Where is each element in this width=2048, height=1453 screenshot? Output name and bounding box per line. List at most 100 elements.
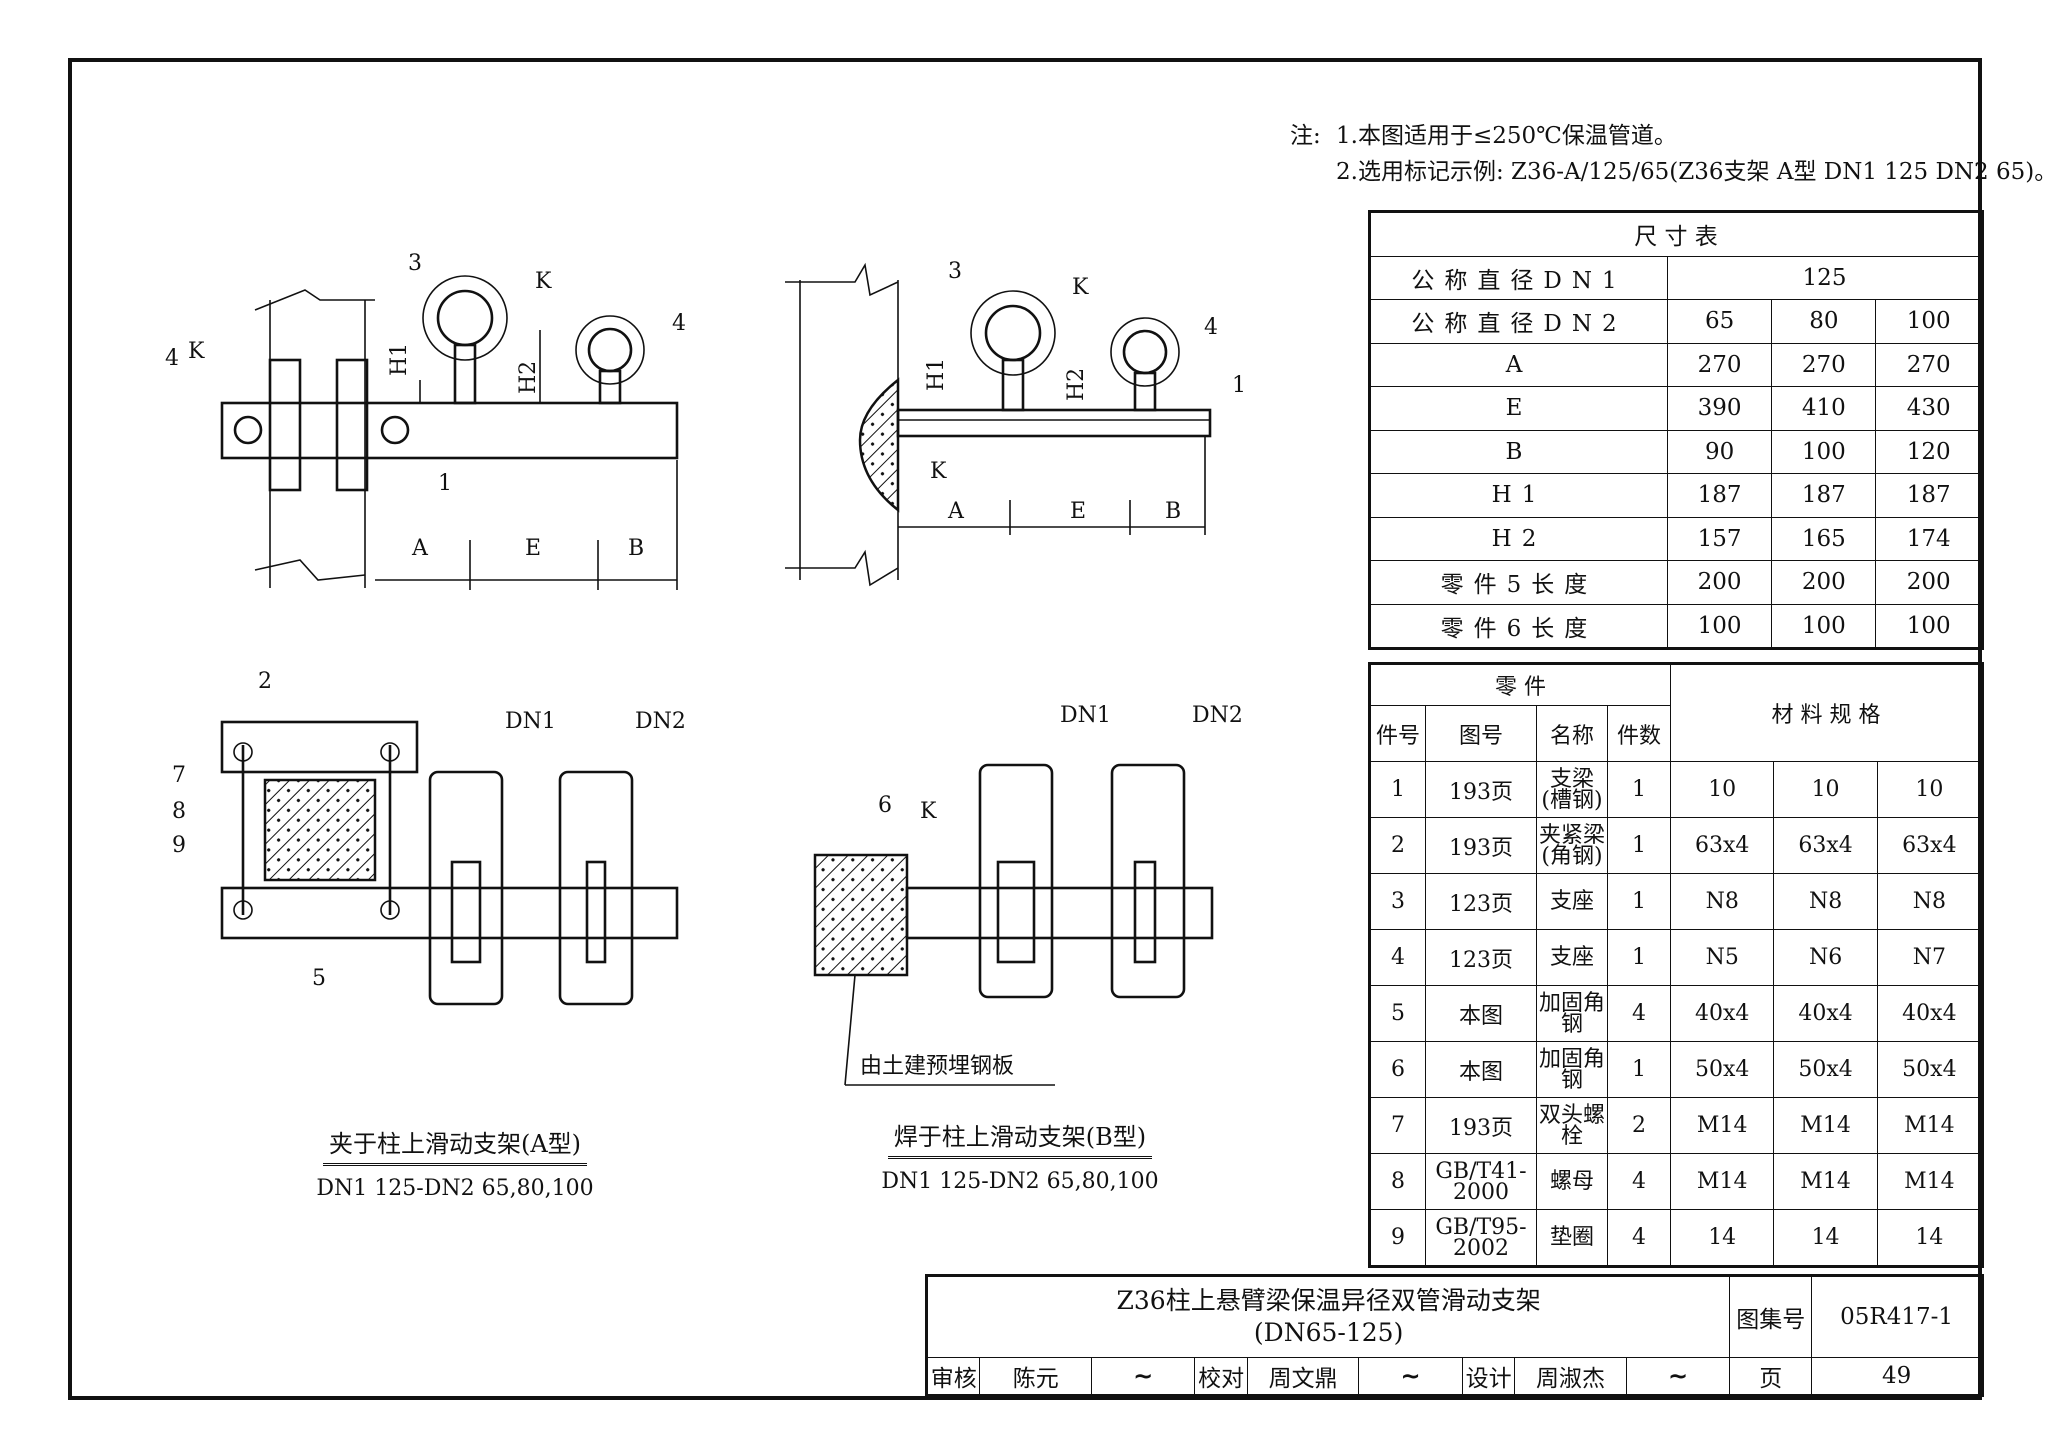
part-spec: 40x4 <box>1876 985 1984 1042</box>
label-a-1: 1 <box>438 471 452 496</box>
label-b-k-plan: K <box>920 799 937 824</box>
caption-a-title: 夹于柱上滑动支架(A型) <box>322 1124 588 1166</box>
part-spec: M14 <box>1669 1097 1775 1154</box>
drawing-a-plan: 2 7 8 9 5 DN1 DN2 <box>172 669 686 1006</box>
dim-cell: 187 <box>1771 473 1877 518</box>
label-a-dn1: DN1 <box>505 709 556 734</box>
part-spec: N8 <box>1669 873 1775 930</box>
caption-b-title: 焊于柱上滑动支架(B型) <box>887 1117 1153 1159</box>
part-no: 2 <box>1369 817 1426 874</box>
page-number: 49 <box>1811 1357 1983 1396</box>
label-b-k-top: K <box>1072 275 1089 300</box>
label-b-b: B <box>1165 499 1181 524</box>
checker-signature: ~ <box>1358 1357 1463 1396</box>
label-b-e: E <box>1070 499 1086 524</box>
dim-cell: 430 <box>1875 386 1983 431</box>
parts-group-header: 零 件 <box>1369 663 1671 706</box>
part-qty: 4 <box>1607 985 1671 1042</box>
drawing-b-plan: 6 K DN1 DN2 由土建预埋钢板 <box>813 703 1243 1086</box>
label-a-5: 5 <box>312 966 326 991</box>
part-spec: N5 <box>1669 929 1775 986</box>
part-drawing: 193页 <box>1425 1097 1537 1154</box>
dim-cell: 200 <box>1666 560 1773 605</box>
dim-cell: 174 <box>1875 516 1983 561</box>
label-b-k-bottom: K <box>930 459 947 484</box>
dim-row: E 390 410 430 <box>1369 386 1983 431</box>
part-name: 支梁(槽钢) <box>1536 761 1608 818</box>
part-qty: 1 <box>1607 873 1671 930</box>
part-drawing: 本图 <box>1425 1041 1537 1098</box>
part-spec: M14 <box>1876 1153 1984 1210</box>
dim-row-label: H1 <box>1369 473 1668 518</box>
dim-cell: 200 <box>1771 560 1877 605</box>
col-no-header: 件号 <box>1369 705 1426 762</box>
caption-b-sub: DN1 125-DN2 65,80,100 <box>881 1169 1159 1194</box>
part-qty: 4 <box>1607 1209 1671 1267</box>
drawing-a-elevation: 1 3 4 4 K K H1 H2 A E B <box>165 251 686 590</box>
dim-cell: 270 <box>1666 342 1773 387</box>
col-drawing-header: 图号 <box>1425 705 1537 762</box>
material-header: 材 料 规 格 <box>1670 663 1983 762</box>
dim-cell: 270 <box>1875 342 1983 387</box>
part-qty: 4 <box>1607 1153 1671 1210</box>
parts-row: 1 193页 支梁(槽钢) 1 10 10 10 <box>1369 761 1984 818</box>
dim-row-label: 零件6长度 <box>1369 603 1668 649</box>
drawing-title-line1: Z36柱上悬臂梁保温异径双管滑动支架 <box>1116 1286 1541 1315</box>
part-no: 8 <box>1369 1153 1426 1210</box>
part-spec: 63x4 <box>1773 817 1878 874</box>
label-a-8: 8 <box>172 799 186 824</box>
review-label: 审核 <box>925 1357 981 1396</box>
part-name: 支座 <box>1536 873 1608 930</box>
dim-cell: 120 <box>1875 429 1983 474</box>
label-b-4: 4 <box>1204 315 1218 340</box>
label-b-6: 6 <box>878 793 892 818</box>
part-spec: 63x4 <box>1669 817 1775 874</box>
part-qty: 1 <box>1607 817 1671 874</box>
drawing-title-line2: (DN65-125) <box>1253 1318 1404 1347</box>
part-spec: N8 <box>1876 873 1984 930</box>
part-qty: 1 <box>1607 761 1671 818</box>
part-spec: 10 <box>1773 761 1878 818</box>
dn2-label: 公称直径DN2 <box>1369 299 1668 344</box>
part-no: 9 <box>1369 1209 1426 1267</box>
part-no: 5 <box>1369 985 1426 1042</box>
parts-table: 零 件 材 料 规 格 件号 图号 名称 件数 1 193页 支梁(槽钢) 1 … <box>1368 662 1984 1268</box>
note-2: 2.选用标记示例: Z36-A/125/65(Z36支架 A型 DN1 125 … <box>1336 159 2048 185</box>
part-no: 6 <box>1369 1041 1426 1098</box>
parts-row: 9 GB/T95-2002 垫圈 4 14 14 14 <box>1369 1209 1984 1267</box>
part-name: 加固角钢 <box>1536 985 1608 1042</box>
parts-row: 7 193页 双头螺栓 2 M14 M14 M14 <box>1369 1097 1984 1154</box>
label-a-9: 9 <box>172 833 186 858</box>
label-b-dn2: DN2 <box>1192 703 1243 728</box>
caption-a-sub: DN1 125-DN2 65,80,100 <box>316 1176 594 1201</box>
label-a-k-left: K <box>188 339 205 364</box>
notes-label: 注: <box>1290 123 1321 149</box>
part-no: 1 <box>1369 761 1426 818</box>
checker-name: 周文鼎 <box>1246 1357 1360 1396</box>
dn1-label: 公称直径DN1 <box>1369 255 1668 300</box>
reviewer-name: 陈元 <box>979 1357 1092 1396</box>
drawing-b-elevation: 1 3 4 K K H1 H2 A E B <box>785 259 1246 587</box>
label-a-h2: H2 <box>516 361 541 394</box>
parts-row: 6 本图 加固角钢 1 50x4 50x4 50x4 <box>1369 1041 1984 1098</box>
part-qty: 1 <box>1607 1041 1671 1098</box>
dim-row: A 270 270 270 <box>1369 342 1983 387</box>
part-drawing: GB/T95-2002 <box>1425 1209 1537 1267</box>
label-a-4-right: 4 <box>672 311 686 336</box>
designer-name: 周淑杰 <box>1514 1357 1627 1396</box>
label-a-3: 3 <box>408 251 422 276</box>
label-b-dn1: DN1 <box>1060 703 1111 728</box>
dim-row-label: 零件5长度 <box>1369 560 1668 605</box>
label-a-2: 2 <box>258 669 272 694</box>
part-spec: M14 <box>1773 1097 1878 1154</box>
col-qty-header: 件数 <box>1607 705 1671 762</box>
part-spec: M14 <box>1669 1153 1775 1210</box>
part-qty: 2 <box>1607 1097 1671 1154</box>
part-spec: 50x4 <box>1876 1041 1984 1098</box>
label-b-h2: H2 <box>1064 368 1089 401</box>
designer-signature: ~ <box>1625 1357 1731 1396</box>
label-a-b: B <box>628 536 644 561</box>
atlas-label: 图集号 <box>1729 1275 1813 1358</box>
part-no: 4 <box>1369 929 1426 986</box>
caption-b: 焊于柱上滑动支架(B型) DN1 125-DN2 65,80,100 <box>880 1117 1160 1194</box>
